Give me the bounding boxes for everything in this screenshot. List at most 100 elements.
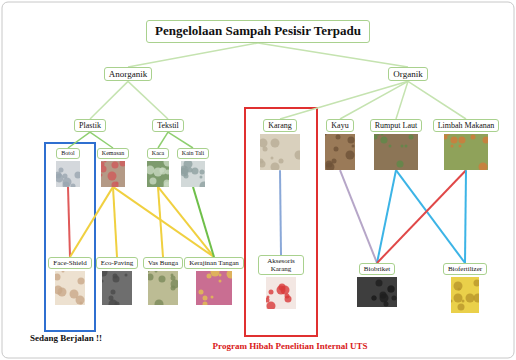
photo-detail: [271, 139, 280, 148]
material-box: Limbah Makanan: [433, 119, 500, 170]
connector-line: [158, 132, 168, 148]
product-box: Biofertilizer: [443, 263, 487, 313]
photo-detail: [380, 292, 387, 299]
photo-detail: [58, 288, 67, 297]
photo-detail: [101, 161, 105, 166]
photo-detail: [400, 145, 403, 148]
photo-detail: [279, 284, 286, 291]
photo-detail: [111, 181, 118, 187]
photo-detail: [388, 286, 395, 293]
connector-line: [258, 43, 408, 67]
photo-detail: [471, 135, 476, 140]
photo-detail: [192, 167, 199, 174]
photo-detail: [459, 137, 466, 144]
photo-detail: [384, 302, 389, 307]
connector-line: [280, 81, 408, 119]
photo-detail: [158, 276, 165, 283]
photo-detail: [148, 274, 154, 281]
photo-detail: [149, 177, 156, 184]
photo-detail: [226, 271, 232, 279]
photo-detail: [154, 271, 157, 273]
photo-detail: [200, 169, 205, 174]
photo-detail: [376, 280, 383, 287]
photo-detail: [444, 135, 448, 140]
photo-detail: [80, 302, 83, 305]
node-label: Kain Tali: [182, 150, 204, 156]
photo-detail: [260, 139, 268, 148]
label-frame: Biobriket: [359, 263, 395, 275]
photo-detail: [372, 296, 377, 301]
photo-detail: [163, 181, 169, 187]
connector-line: [280, 170, 281, 255]
node-label: Karang: [268, 121, 292, 130]
photo-detail: [56, 173, 64, 182]
material-box: Rumput Laut: [370, 119, 422, 170]
connector-line: [113, 187, 214, 257]
photo-detail: [202, 302, 207, 306]
photo-detail: [170, 280, 178, 289]
photo-detail: [114, 302, 119, 306]
photo-detail: [63, 177, 72, 186]
photo-detail: [159, 167, 164, 172]
photo-detail: [218, 280, 221, 283]
label-frame: Tekstil: [152, 119, 184, 132]
connector-line: [377, 170, 396, 263]
label-frame: Aksesoris Karang: [258, 255, 304, 275]
label-frame: Eco-Paving: [96, 257, 139, 269]
waste-box: Botol: [56, 148, 80, 187]
connector-line: [158, 187, 214, 257]
photo-detail: [198, 290, 203, 295]
photo-detail: [454, 294, 463, 303]
photo-detail: [75, 171, 81, 178]
photo-detail: [404, 145, 407, 148]
photo-thumbnail: [357, 277, 397, 307]
node-label: Biobriket: [364, 265, 390, 273]
photo-detail: [336, 135, 341, 140]
node-label: Kayu: [331, 121, 348, 130]
label-frame: Kayu: [326, 119, 353, 132]
photo-detail: [154, 300, 163, 306]
label-frame: Organik: [388, 67, 427, 81]
product-box: Aksesoris Karang: [258, 255, 304, 309]
waste-box: Kemasan: [97, 148, 129, 187]
photo-detail: [263, 147, 268, 152]
label-frame: Botol: [56, 148, 79, 159]
photo-thumbnail: [55, 271, 85, 305]
label-frame: Kemasan: [97, 148, 129, 159]
photo-detail: [101, 165, 107, 172]
connector-line: [396, 81, 408, 119]
connector-line: [90, 81, 128, 119]
connector-line: [68, 132, 90, 148]
photo-detail: [184, 173, 189, 178]
photo-detail: [159, 167, 166, 174]
photo-thumbnail: [374, 134, 418, 170]
node-label: Plastik: [79, 121, 101, 130]
photo-detail: [124, 274, 127, 277]
photo-detail: [388, 145, 391, 148]
photo-detail: [103, 161, 106, 163]
status-note: Sedang Berjalan !!: [30, 333, 102, 343]
photo-detail: [115, 181, 118, 184]
photo-detail: [266, 298, 270, 303]
connector-line: [70, 187, 113, 257]
photo-thumbnail: [101, 161, 125, 187]
connector-line: [68, 187, 70, 257]
photo-detail: [451, 137, 458, 144]
photo-detail: [111, 161, 118, 168]
node-label: Aksesoris Karang: [267, 257, 295, 273]
label-frame: Biofertilizer: [443, 263, 487, 275]
product-box: Vas Bunga: [143, 257, 183, 305]
connector-line: [340, 170, 377, 263]
root-box: Pengelolaan Sampah Pesisir Terpadu: [146, 20, 370, 43]
node-label: Rumput Laut: [375, 121, 417, 130]
connector-line: [377, 170, 466, 263]
photo-detail: [334, 147, 339, 152]
photo-detail: [71, 183, 76, 187]
photo-detail: [451, 145, 454, 148]
node-label: Pengelolaan Sampah Pesisir Terpadu: [155, 23, 361, 38]
photo-ground: [102, 271, 132, 305]
photo-detail: [279, 159, 284, 164]
photo-detail: [148, 271, 150, 273]
